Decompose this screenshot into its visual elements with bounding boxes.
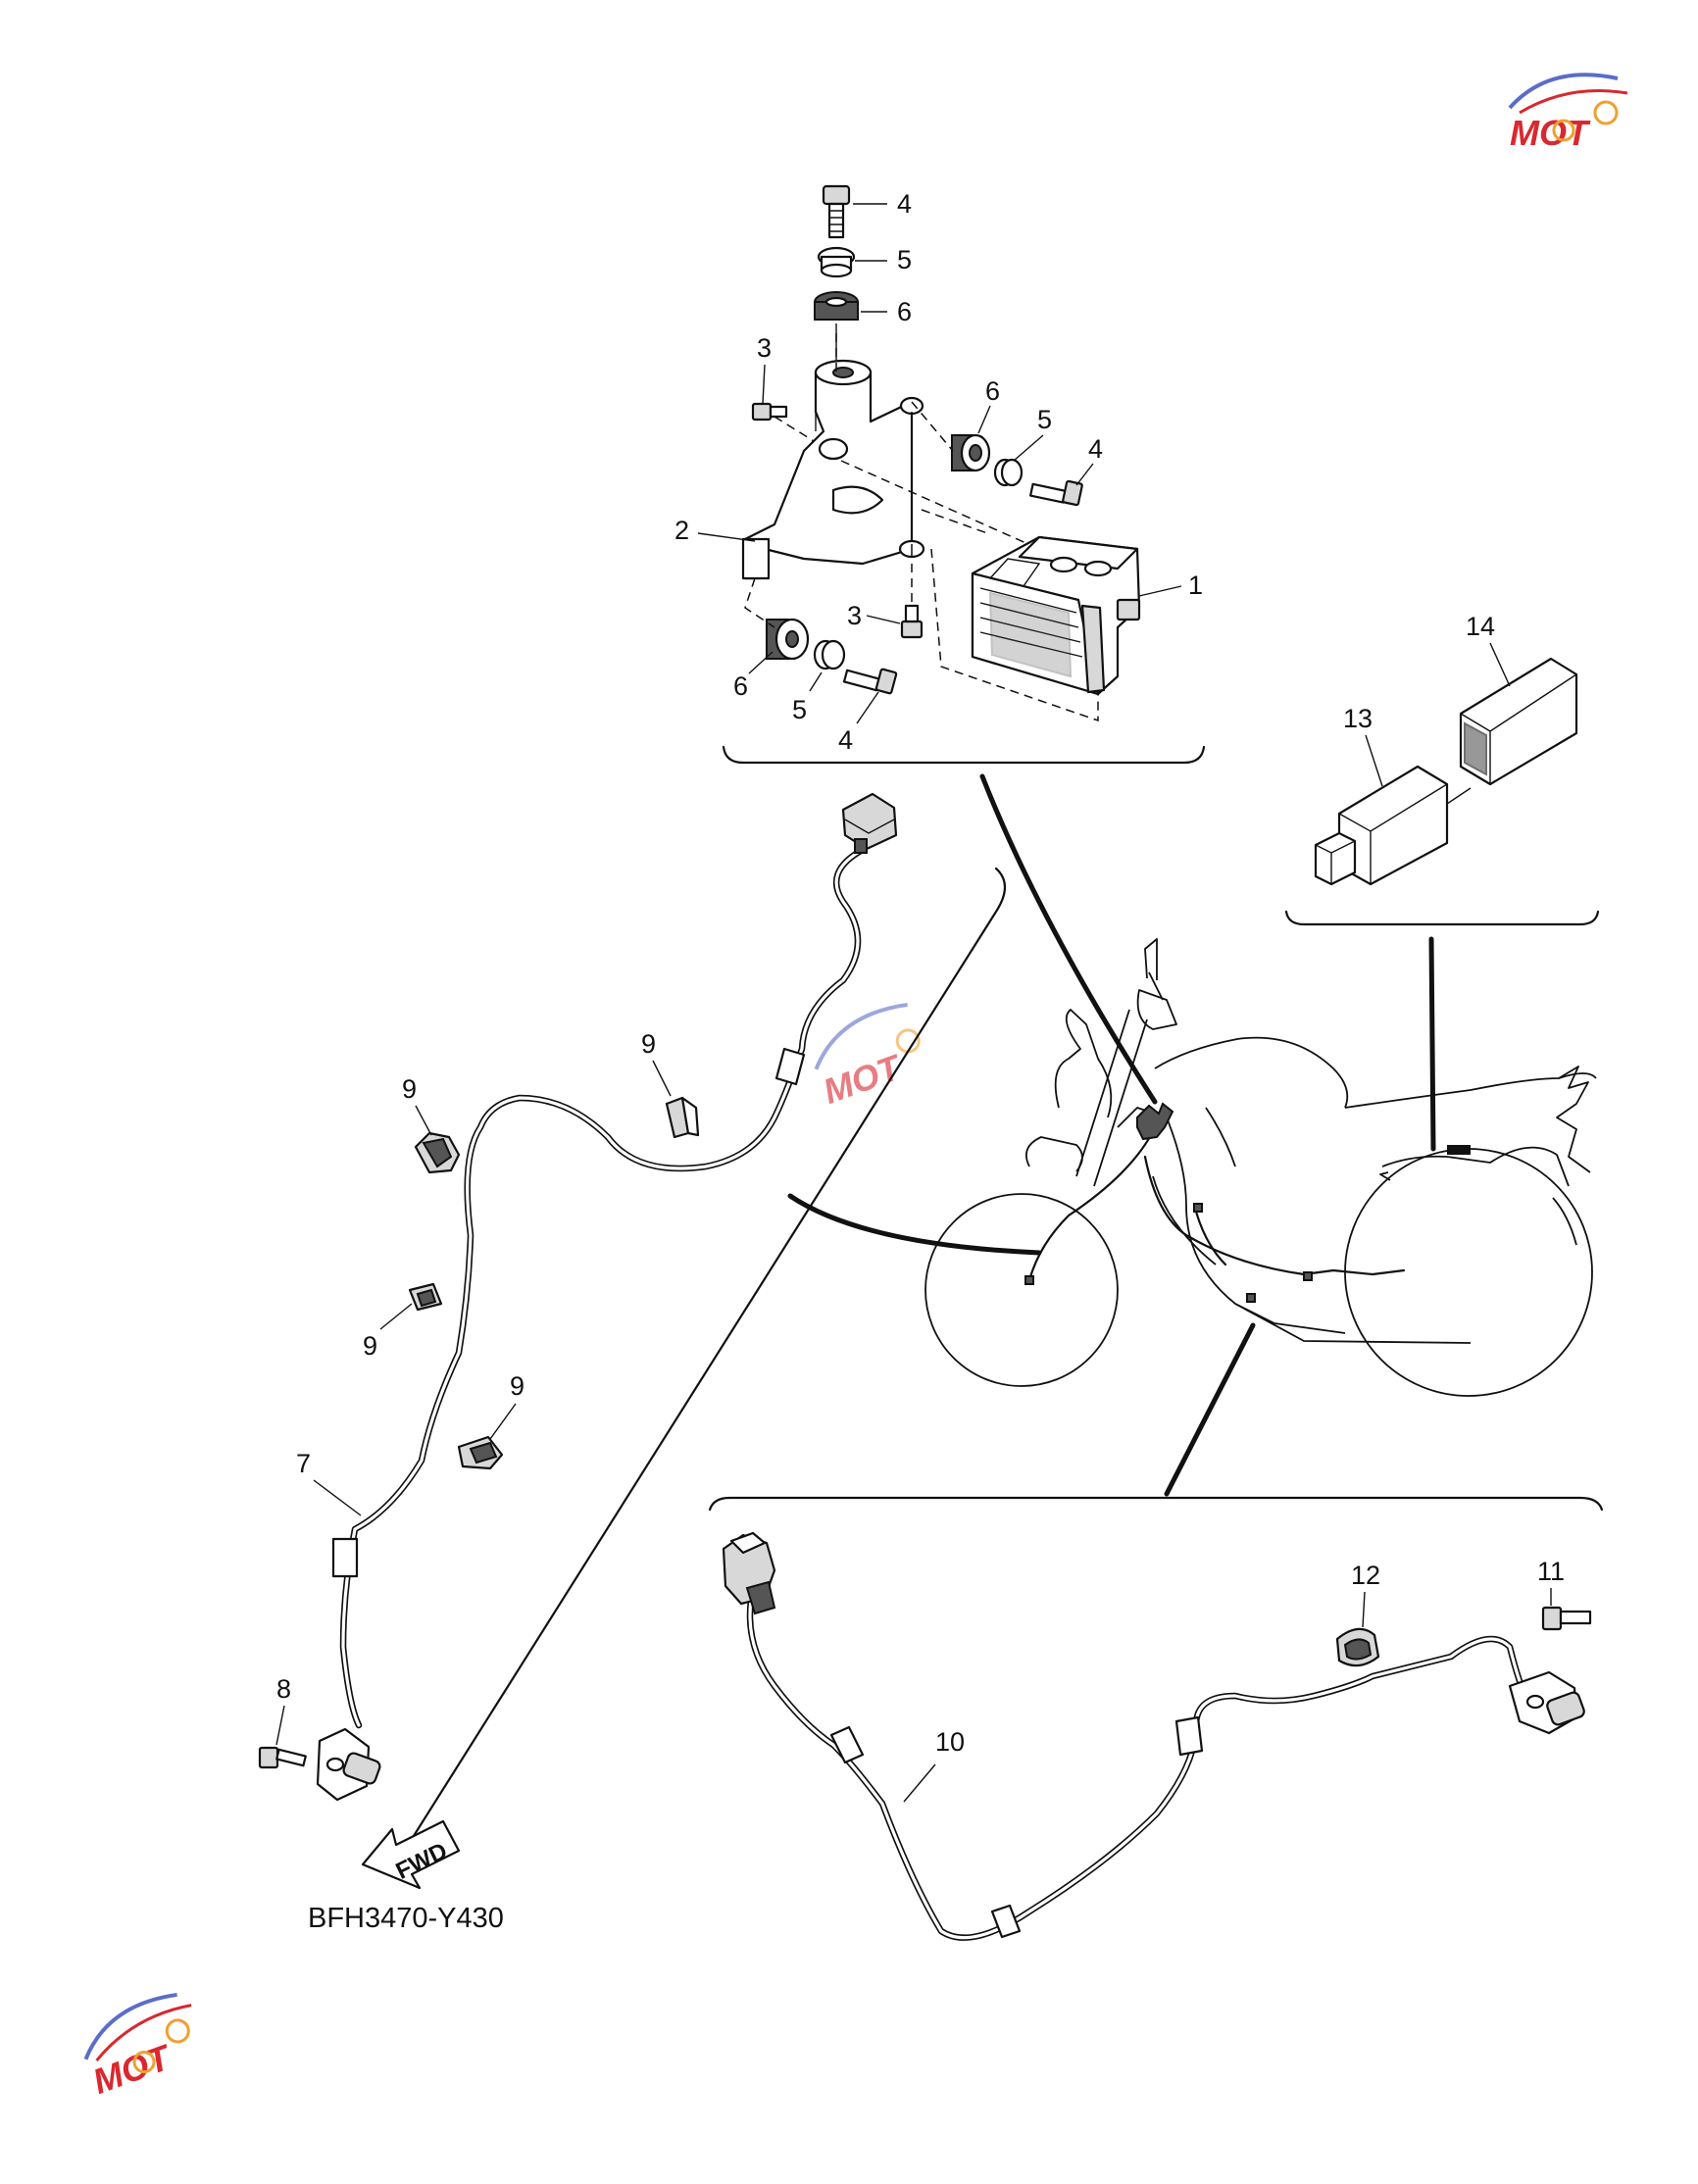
grommet-6-right xyxy=(951,433,991,472)
callout-4-top: 4 xyxy=(897,189,912,219)
abs-hydraulic-unit-1 xyxy=(971,535,1141,696)
callout-11: 11 xyxy=(1537,1557,1565,1586)
callout-1: 1 xyxy=(1188,571,1203,600)
clamp-9-a xyxy=(414,1131,461,1174)
collar-5-bottom xyxy=(813,639,846,670)
connector-detail: 13 14 xyxy=(1284,612,1600,926)
callout-6-top: 6 xyxy=(897,297,912,326)
harness-7-connector xyxy=(841,792,898,854)
watermark-text: MOT xyxy=(87,2036,177,2102)
collar-5-right xyxy=(993,458,1024,487)
harness-7-sleeve-lower xyxy=(331,1537,359,1578)
watermark-text: MOT xyxy=(1510,113,1591,153)
clamp-9-d xyxy=(457,1435,504,1470)
bolt-4-bottom xyxy=(842,668,898,695)
callout-7: 7 xyxy=(296,1449,311,1478)
rear-wheel-speed-sensor xyxy=(1508,1670,1585,1735)
bolt-3-left xyxy=(751,402,788,422)
bolt-4-right xyxy=(1029,479,1083,507)
callout-3-bottom: 3 xyxy=(847,601,862,630)
callout-6-bottom: 6 xyxy=(733,671,748,701)
bolt-4-top xyxy=(822,184,851,239)
clamp-9-b xyxy=(665,1096,700,1139)
bracket-2 xyxy=(741,359,925,580)
callout-10: 10 xyxy=(935,1727,965,1757)
callout-14: 14 xyxy=(1466,612,1495,641)
callout-2: 2 xyxy=(674,516,689,545)
grommet-6-bottom xyxy=(766,618,810,661)
watermark-logo-top: MOT xyxy=(1508,73,1628,153)
rear-wheel-sensor-detail: 10 11 12 xyxy=(708,1496,1604,1941)
front-wheel-sensor-detail: FWD 9 9 9 9 7 8 BFH3470-Y430 xyxy=(258,792,1007,1934)
callout-13: 13 xyxy=(1343,704,1373,733)
bolt-3-bottom xyxy=(900,604,924,639)
callout-9-c: 9 xyxy=(363,1331,377,1361)
callout-5-top: 5 xyxy=(897,245,912,274)
watermark-text: MOT xyxy=(818,1046,908,1112)
callout-9-b: 9 xyxy=(641,1029,656,1059)
clamp-12 xyxy=(1335,1627,1380,1667)
watermark-logo-middle: MOT xyxy=(814,1002,921,1112)
callout-4-right: 4 xyxy=(1088,434,1103,464)
callout-8: 8 xyxy=(276,1674,291,1704)
watermark-logo-bottom: MOT xyxy=(83,1992,192,2102)
harness-10-connector xyxy=(722,1531,776,1615)
harness-7-sleeve-upper xyxy=(774,1047,806,1086)
abs-unit-detail: 4 5 6 3 6 5 4 2 3 1 6 5 4 xyxy=(674,184,1206,765)
callout-3-left: 3 xyxy=(757,333,772,363)
harness-10-sleeve-1 xyxy=(829,1725,865,1764)
motorcycle-outline xyxy=(924,938,1597,1397)
callout-12: 12 xyxy=(1351,1561,1380,1590)
fwd-arrow: FWD xyxy=(361,1819,461,1890)
collar-5-top xyxy=(817,246,856,278)
callout-5-bottom: 5 xyxy=(792,695,807,724)
callout-9-a: 9 xyxy=(402,1074,417,1104)
callout-6-right: 6 xyxy=(985,376,1000,406)
connector-13 xyxy=(1314,765,1449,886)
callout-5-right: 5 xyxy=(1037,405,1052,434)
bolt-11 xyxy=(1541,1606,1592,1631)
callout-4-bottom: 4 xyxy=(838,725,853,755)
bolt-8 xyxy=(258,1746,307,1769)
grommet-6-top xyxy=(814,291,859,321)
connector-14 xyxy=(1459,657,1578,786)
clamp-9-c xyxy=(408,1282,443,1312)
diagram-code: BFH3470-Y430 xyxy=(308,1903,504,1934)
harness-10-sleeve-2 xyxy=(990,1904,1022,1939)
harness-10-sleeve-3 xyxy=(1174,1715,1204,1757)
front-wheel-speed-sensor xyxy=(316,1727,381,1802)
callout-9-d: 9 xyxy=(510,1371,524,1401)
